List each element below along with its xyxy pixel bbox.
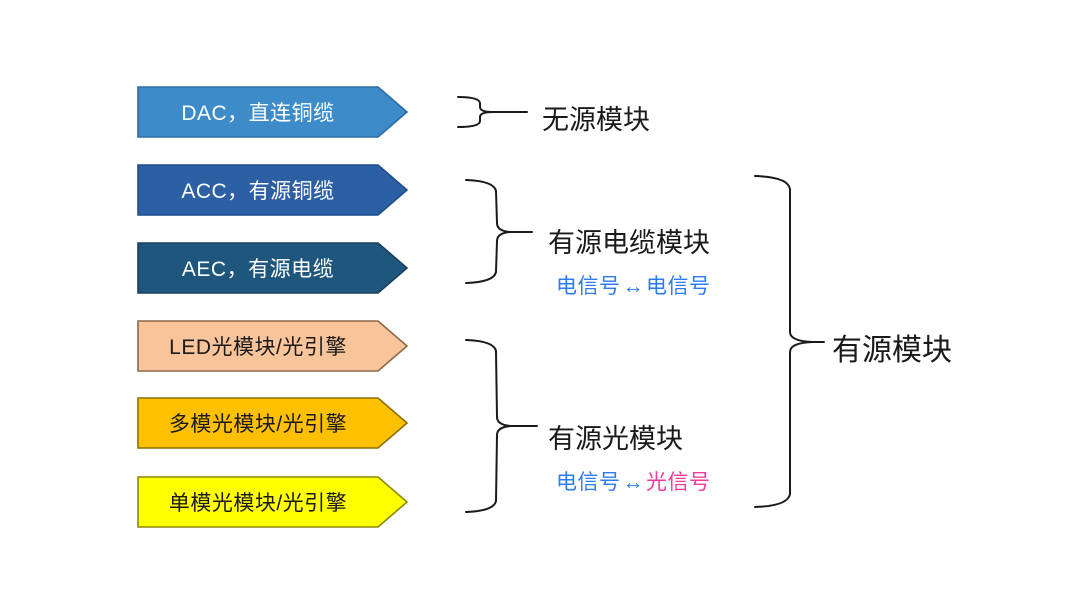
banner-aec: AEC，有源电缆 — [137, 241, 409, 295]
brace-passive-icon — [457, 96, 528, 128]
arrow-shape-icon — [137, 476, 409, 528]
banner-dac: DAC，直连铜缆 — [137, 85, 409, 139]
arrow-shape-icon — [137, 320, 409, 372]
bidirectional-arrow-icon: ↔ — [622, 471, 644, 494]
signal-right-text: 电信号 — [646, 275, 711, 298]
label-passive-module: 无源模块 — [542, 105, 650, 135]
signal-right-text: 光信号 — [646, 471, 711, 494]
banner-led-module: LED光模块/光引擎 — [137, 319, 409, 373]
signal-left-text: 电信号 — [556, 275, 621, 298]
banner-label-led-module: LED光模块/光引擎 — [169, 336, 347, 359]
banner-label-acc: ACC，有源铜缆 — [181, 180, 335, 203]
label-active-module: 有源模块 — [832, 334, 952, 367]
signal-electrical-to-electrical: 电信号↔电信号 — [556, 270, 711, 300]
signal-electrical-to-optical: 电信号↔光信号 — [556, 466, 711, 496]
bidirectional-arrow-icon: ↔ — [622, 275, 644, 298]
arrow-shape-icon — [137, 86, 409, 138]
banner-acc: ACC，有源铜缆 — [137, 163, 409, 217]
banner-label-aec: AEC，有源电缆 — [181, 258, 335, 281]
signal-left-text: 电信号 — [556, 471, 621, 494]
banner-label-singlemode-module: 单模光模块/光引擎 — [168, 492, 348, 515]
arrow-shape-icon — [137, 397, 409, 449]
banner-label-multimode-module: 多模光模块/光引擎 — [168, 413, 348, 436]
label-active-cable-module: 有源电缆模块 — [548, 228, 710, 258]
brace-active-cable-icon — [465, 179, 533, 284]
banner-multimode-module: 多模光模块/光引擎 — [137, 396, 409, 450]
banner-label-dac: DAC，直连铜缆 — [181, 102, 335, 125]
label-active-optical-module: 有源光模块 — [548, 424, 683, 454]
arrow-shape-icon — [137, 164, 409, 216]
brace-active-optical-icon — [465, 339, 538, 513]
banner-singlemode-module: 单模光模块/光引擎 — [137, 475, 409, 529]
brace-active-all-icon — [754, 175, 825, 508]
arrow-shape-icon — [137, 242, 409, 294]
